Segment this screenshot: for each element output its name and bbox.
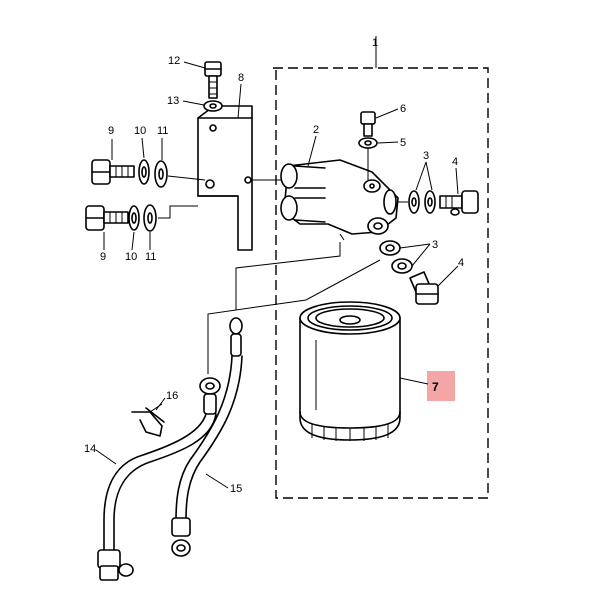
- bracket-part-8: [197, 105, 253, 251]
- callout-7: 7: [432, 380, 439, 394]
- callout-4-lower: 4: [458, 257, 464, 269]
- banjo-bolt-part-4-upper: [439, 190, 479, 216]
- callout-10-upper: 10: [134, 125, 146, 137]
- assembly-boundary-1: [273, 67, 489, 499]
- callout-11-lower: 11: [145, 251, 156, 263]
- callout-8: 8: [238, 72, 244, 84]
- callout-14: 14: [84, 443, 96, 455]
- clip-part-16: [131, 403, 165, 437]
- callout-10-lower: 10: [125, 251, 137, 263]
- callout-4-upper: 4: [452, 156, 458, 168]
- callout-9-upper: 9: [108, 125, 114, 137]
- filter-head-part-2: [280, 159, 399, 241]
- washer-part-3-lower: [379, 240, 413, 274]
- callout-6: 6: [400, 103, 406, 115]
- callout-16: 16: [166, 390, 178, 402]
- washer-part-10-upper: [138, 159, 150, 185]
- callout-15: 15: [230, 483, 242, 495]
- callout-13: 13: [167, 95, 179, 107]
- callout-3-upper: 3: [423, 150, 429, 162]
- hose-part-15: [171, 317, 243, 557]
- washer-part-11-lower: [143, 204, 157, 232]
- callout-12: 12: [168, 55, 180, 67]
- highlight-part-7: [427, 371, 455, 401]
- washer-part-3-upper: [408, 190, 436, 214]
- bolt-part-9-upper: [91, 159, 135, 185]
- callout-5: 5: [400, 137, 406, 149]
- filter-cartridge-part-7: [299, 301, 401, 441]
- bolt-part-12: [204, 61, 222, 99]
- washer-part-5: [358, 137, 378, 149]
- washer-part-13: [203, 100, 223, 112]
- callout-2: 2: [313, 124, 319, 136]
- callout-1: 1: [372, 37, 378, 49]
- hose-part-14: [97, 377, 221, 581]
- callout-3-lower: 3: [432, 239, 438, 251]
- washer-part-11-upper: [154, 160, 168, 188]
- washer-part-10-lower: [128, 205, 140, 231]
- callout-9-lower: 9: [100, 251, 106, 263]
- bolt-part-6: [360, 111, 376, 137]
- banjo-bolt-part-4-lower: [409, 271, 439, 305]
- bolt-part-9-lower: [85, 205, 129, 231]
- callout-11-upper: 11: [157, 125, 168, 137]
